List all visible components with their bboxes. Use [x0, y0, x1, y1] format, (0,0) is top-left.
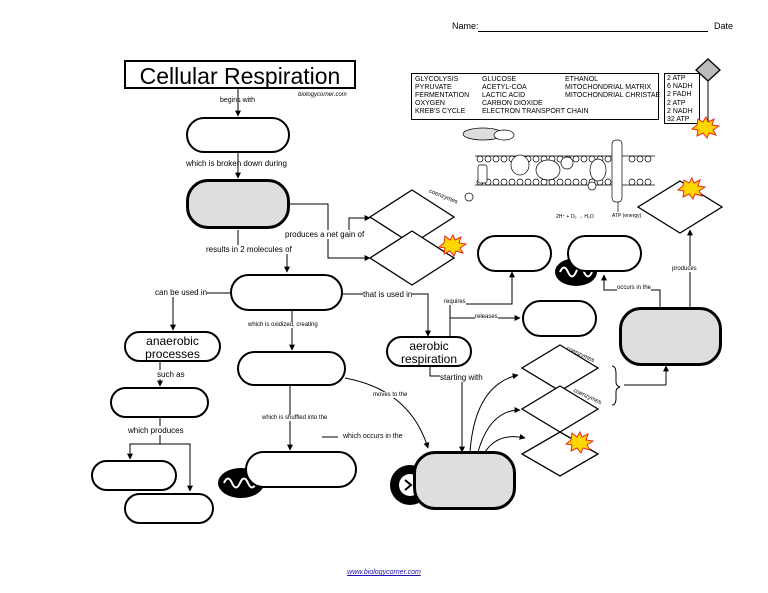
arrow-produces-right	[160, 443, 193, 492]
label-oxidized: which is oxidized, creating	[248, 322, 318, 328]
arrow-krebs-to-d4	[477, 407, 521, 453]
label-occurs-in-top: occurs in the	[617, 285, 652, 291]
label-shuttled: which is shuffled into the	[262, 415, 328, 421]
blank-box-pyruvate[interactable]	[230, 274, 343, 311]
label-that-is-used: that is used in	[363, 290, 413, 299]
word-bank-item: PYRUVATE	[415, 84, 452, 91]
label-releases: releases	[475, 314, 498, 320]
atp-total-item: 2 ATP	[667, 99, 686, 107]
atp-totals-box: 2 ATP 6 NADH 2 FADH 2 ATP 2 NADH 32 ATP	[664, 73, 700, 124]
arrow-moves-to	[344, 377, 430, 449]
label-results-in: results in 2 molecules of	[206, 245, 292, 254]
word-bank-item: CARBON DIOXIDE	[482, 100, 543, 107]
atp-total-item: 2 NADH	[667, 107, 693, 115]
blank-box-glucose[interactable]	[186, 117, 290, 153]
page-title: Cellular Respiration	[124, 60, 356, 89]
label-begins-with: begins with	[220, 97, 256, 104]
blank-box-matrix[interactable]	[245, 451, 357, 488]
arrow-krebs-to-d3	[469, 373, 519, 453]
label-which-produces: which produces	[128, 426, 184, 435]
arrow-pyruvate-to-aerobic	[343, 293, 431, 337]
word-bank-item: MITOCHONDRIAL MATRIX	[565, 84, 652, 91]
blank-box-lactic-acid[interactable]	[91, 460, 177, 491]
atp-total-item: 2 ATP	[667, 75, 686, 82]
label-occurs-in-bottom: which occurs in the	[343, 433, 403, 440]
arrow-occurs-in-top	[601, 274, 661, 307]
etc-atp-label: ATP (energy)	[612, 213, 642, 219]
word-bank-item: FERMENTATION	[415, 92, 470, 99]
blank-box-glycolysis[interactable]	[186, 179, 290, 229]
word-bank-item: ELECTRON TRANSPORT CHAIN	[482, 108, 589, 115]
word-bank-item: GLUCOSE	[482, 76, 517, 83]
arrow-krebs-to-d5	[484, 433, 526, 453]
name-line[interactable]	[478, 31, 708, 32]
footer-link[interactable]: www.biologycorner.com	[347, 569, 421, 576]
blank-diamond-2	[368, 230, 456, 286]
atp-burst-icon	[437, 233, 468, 257]
word-bank-item: OXYGEN	[415, 100, 445, 107]
name-label: Name:	[452, 21, 479, 31]
anaerobic-box: anaerobic processes	[124, 331, 221, 362]
atp-total-item: 2 FADH	[667, 91, 692, 99]
word-bank-item: ETHANOL	[565, 76, 599, 83]
etc-equation: 2H⁺ + O₂ → H₂O	[556, 214, 594, 220]
label-moves-to: moves to the	[373, 392, 408, 398]
word-bank: GLYCOLYSIS PYRUVATE FERMENTATION OXYGEN …	[411, 73, 661, 120]
blank-box-carbon-dioxide[interactable]	[522, 300, 597, 337]
blank-box-krebs-cycle[interactable]	[413, 451, 516, 510]
arrow-requires	[449, 271, 515, 336]
aerobic-box: aerobic respiration	[386, 336, 472, 367]
blank-box-ethanol[interactable]	[124, 493, 214, 524]
atp-burst-icon	[690, 115, 721, 139]
blank-box-cristae[interactable]	[567, 235, 642, 272]
date-label: Date	[714, 21, 734, 31]
label-starting-with: starting with	[440, 373, 483, 382]
word-bank-item: KREB'S CYCLE	[415, 108, 466, 115]
brace	[611, 365, 621, 406]
label-produces: produces	[672, 266, 697, 272]
aerobic-label: aerobic respiration	[400, 339, 458, 366]
label-requires: requires	[444, 299, 466, 305]
blank-box-oxygen[interactable]	[477, 235, 552, 272]
word-bank-item: LACTIC ACID	[482, 92, 526, 99]
electron-transport-chain-illustration	[462, 127, 655, 212]
blank-diamond-3	[520, 344, 600, 392]
word-bank-item: MITOCHONDRIAL CHRISTAE	[565, 92, 661, 99]
blank-box-etc[interactable]	[619, 307, 722, 366]
blank-box-acetyl-coa[interactable]	[237, 351, 346, 386]
label-can-be-used: can be used in	[155, 288, 208, 297]
label-net-gain: produces a net gain of	[285, 230, 365, 239]
arrow-pyruvate-to-anaerobic	[170, 292, 230, 331]
arrow-produces-left	[127, 418, 161, 460]
label-such-as: such as	[157, 370, 185, 379]
word-bank-item: GLYCOLYSIS	[415, 76, 459, 83]
title-source: biologycorner.com	[298, 92, 347, 98]
atp-total-item: 6 NADH	[667, 83, 693, 91]
label-broken-down: which is broken down during	[186, 159, 287, 168]
atp-burst-icon	[564, 430, 595, 454]
gray-diamond	[695, 58, 721, 82]
anaerobic-label: anaerobic processes	[145, 334, 200, 361]
blank-box-fermentation[interactable]	[110, 387, 209, 418]
atp-burst-icon	[676, 176, 707, 200]
word-bank-item: ACETYL-COA	[482, 84, 527, 91]
atp-total-item: 32 ATP	[667, 116, 690, 124]
